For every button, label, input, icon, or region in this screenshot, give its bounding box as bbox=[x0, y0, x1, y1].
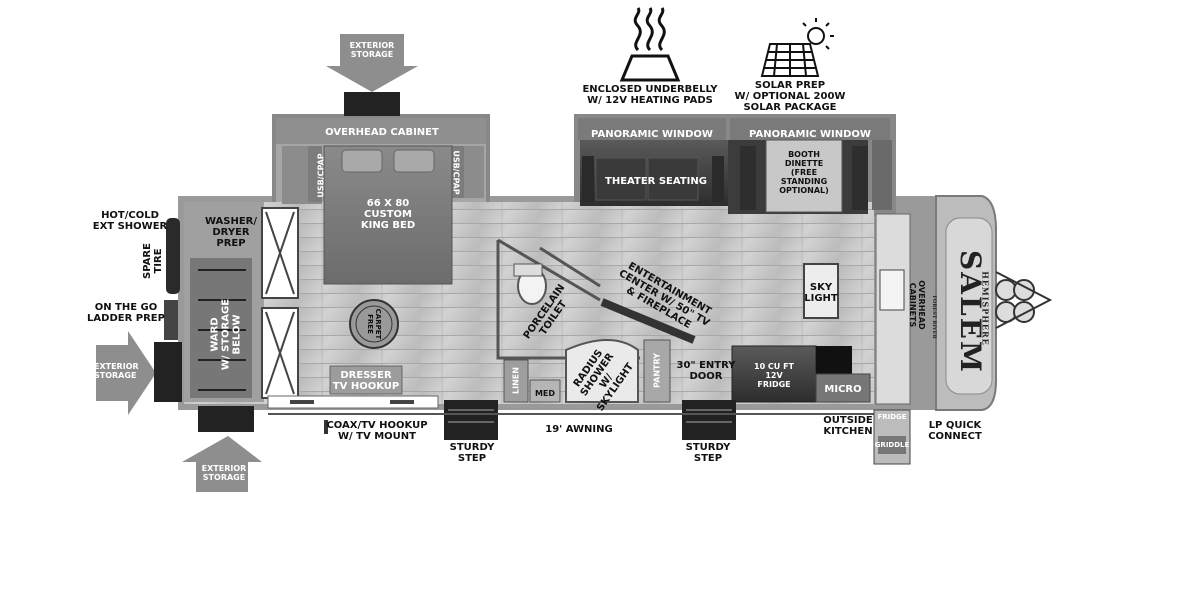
king-bed-label: 66 X 80 CUSTOM KING BED bbox=[360, 198, 416, 231]
lp-quick-connect-label: LP QUICK CONNECT bbox=[928, 420, 982, 442]
pantry-label: PANTRY bbox=[652, 353, 662, 388]
dresser-label: DRESSER TV HOOKUP bbox=[332, 370, 400, 392]
micro-label: MICRO bbox=[824, 384, 862, 395]
panoramic-window-2-label: PANORAMIC WINDOW bbox=[749, 129, 871, 140]
enclosed-underbelly-label: ENCLOSED UNDERBELLY W/ 12V HEATING PADS bbox=[582, 84, 718, 106]
kitchen bbox=[731, 213, 911, 405]
exterior-storage-left-label: EXTERIOR STORAGE bbox=[94, 362, 139, 380]
living-slide bbox=[578, 118, 892, 214]
theater-seating-label: THEATER SEATING bbox=[605, 176, 707, 187]
exterior-storage-bottom-arrow-icon bbox=[182, 436, 262, 492]
fridge-label: 10 CU FT 12V FRIDGE bbox=[754, 362, 794, 389]
spare-tire-label: SPARE TIRE bbox=[142, 243, 164, 279]
exterior-storage-top-arrow-icon bbox=[326, 34, 418, 92]
sky-light-label: SKY LIGHT bbox=[804, 282, 838, 304]
skylight bbox=[803, 263, 839, 319]
ext-fridge-label: FRIDGE bbox=[877, 413, 907, 421]
dresser bbox=[329, 365, 403, 395]
ladder-prep-label: ON THE GO LADDER PREP bbox=[87, 302, 165, 324]
top-storage-box bbox=[344, 92, 400, 116]
awning-label: 19' AWNING bbox=[545, 424, 613, 435]
wardrobe-label: WARD W/ STORAGE BELOW bbox=[209, 298, 243, 371]
sturdy-step-2 bbox=[682, 400, 736, 440]
entertainment-center bbox=[600, 298, 696, 344]
panoramic-window-1-label: PANORAMIC WINDOW bbox=[591, 129, 713, 140]
usb-cpap-right-label: USB/CPAP bbox=[451, 150, 461, 195]
overhead-cabinets-label: OVERHEAD CABINETS bbox=[908, 280, 926, 330]
entry-door-label: 30" ENTRY DOOR bbox=[676, 360, 736, 382]
carpet-free-badge bbox=[349, 299, 399, 349]
exterior-storage-left-arrow-icon bbox=[96, 331, 156, 415]
outside-kitchen-label: OUTSIDE KITCHEN bbox=[823, 415, 873, 437]
sturdy-step-2-label: STURDY STEP bbox=[685, 442, 731, 464]
booth-dinette-label: BOOTH DINETTE (FREE STANDING OPTIONAL) bbox=[779, 150, 829, 195]
solar-panel-sun-icon bbox=[760, 18, 834, 77]
sturdy-step-1-label: STURDY STEP bbox=[449, 442, 495, 464]
washer-dryer-label: WASHER/ DRYER PREP bbox=[204, 216, 258, 249]
overhead-cabinet-label: OVERHEAD CABINET bbox=[325, 127, 439, 138]
propane-tanks bbox=[995, 271, 1053, 329]
brand-tagline: FOREST RIVER bbox=[931, 295, 937, 339]
exterior-storage-bottom-label: EXTERIOR STORAGE bbox=[201, 464, 247, 482]
heating-waves-icon bbox=[619, 7, 681, 82]
med-label: MED bbox=[534, 389, 556, 398]
linen-label: LINEN bbox=[511, 367, 521, 394]
hot-cold-shower-label: HOT/COLD EXT SHOWER bbox=[92, 210, 168, 232]
exterior-storage-top-label: EXTERIOR STORAGE bbox=[349, 41, 395, 59]
solar-prep-label: SOLAR PREP W/ OPTIONAL 200W SOLAR PACKAG… bbox=[734, 80, 846, 113]
coax-hookup-marker bbox=[324, 420, 328, 434]
usb-cpap-left-label: USB/CPAP bbox=[316, 153, 326, 198]
rear-area bbox=[154, 202, 299, 432]
coax-hookup-label: COAX/TV HOOKUP W/ TV MOUNT bbox=[326, 420, 428, 442]
sturdy-step-1 bbox=[444, 400, 498, 440]
carpet-free-label: CARPET FREE bbox=[366, 308, 382, 340]
king-bed bbox=[323, 145, 453, 285]
overhead-cabinet bbox=[276, 118, 486, 144]
griddle-label: GRIDDLE bbox=[874, 441, 910, 449]
brand-sub: HEMISPHERE bbox=[980, 271, 991, 346]
